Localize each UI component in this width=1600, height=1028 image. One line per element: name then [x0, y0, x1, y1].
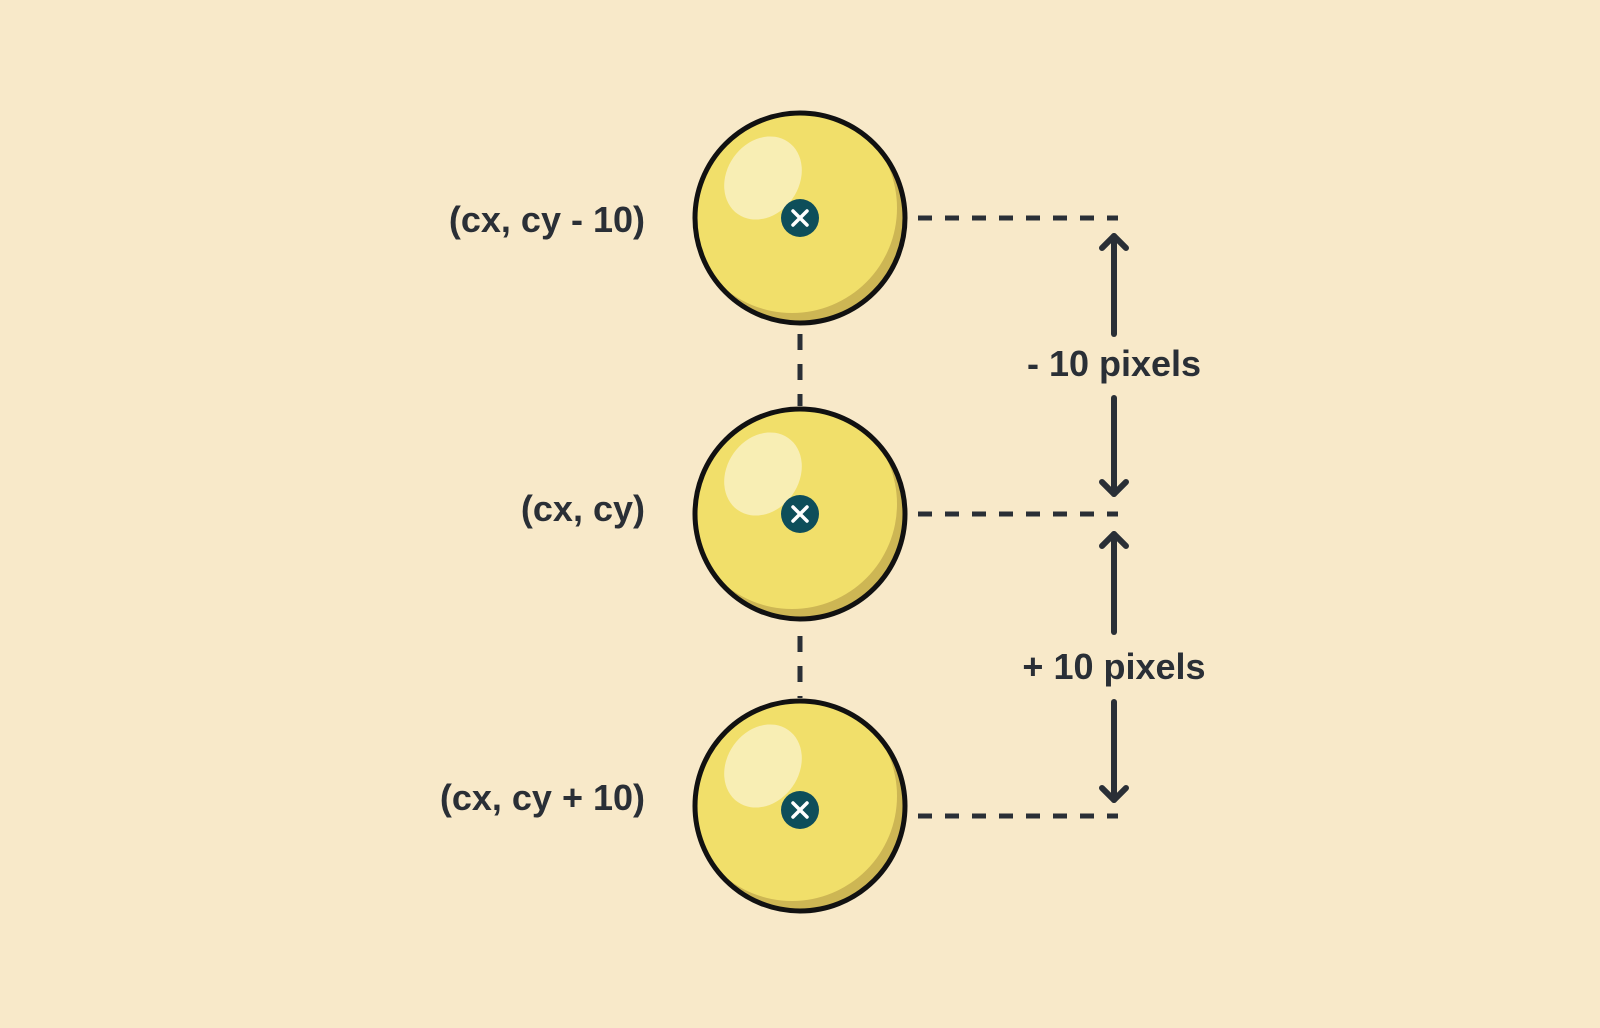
- arrow-minus-10: [1099, 233, 1129, 497]
- close-icon: [781, 199, 819, 237]
- close-icon: [781, 791, 819, 829]
- ball-bottom: [692, 698, 908, 914]
- offset-label-plus: + 10 pixels: [1022, 646, 1205, 687]
- close-icon: [781, 495, 819, 533]
- arrow-up-icon: [1099, 531, 1129, 549]
- arrow-down-icon: [1099, 785, 1129, 803]
- ball-top-label: (cx, cy - 10): [449, 199, 645, 240]
- arrow-up-icon: [1099, 233, 1129, 251]
- ball-highlight: [724, 136, 802, 220]
- ball-middle: [692, 406, 908, 622]
- ball-middle-label: (cx, cy): [521, 488, 645, 529]
- offset-label-minus: - 10 pixels: [1027, 343, 1201, 384]
- ball-highlight: [724, 432, 802, 516]
- ball-top: [692, 110, 908, 326]
- ball-highlight: [724, 724, 802, 808]
- arrow-plus-10: [1099, 531, 1129, 803]
- arrow-down-icon: [1099, 479, 1129, 497]
- ball-bottom-label: (cx, cy + 10): [440, 777, 645, 818]
